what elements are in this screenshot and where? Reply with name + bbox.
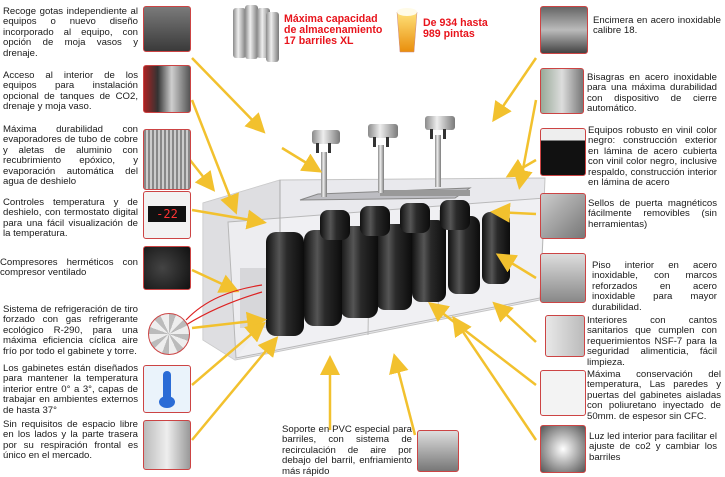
feature-refrigeration: Sistema de refrigeración de tiro forzado… bbox=[3, 304, 138, 357]
thumb-countertop bbox=[540, 6, 588, 54]
thumb-sanitary-edges bbox=[545, 315, 585, 357]
feature-hinges: Bisagras en acero inoxidable para una má… bbox=[587, 72, 717, 115]
thumb-interior-floor bbox=[540, 253, 586, 303]
feature-vinyl: Equipos robusto en vinil color negro: co… bbox=[588, 125, 717, 189]
kegs bbox=[266, 200, 510, 336]
feature-no-clearance: Sin requisitos de espacio libre en los l… bbox=[3, 419, 138, 462]
feature-sanitary: Interiores con cantos sanitarios que cum… bbox=[587, 315, 717, 368]
thermostat-display: -22 bbox=[148, 206, 186, 222]
feature-led: Luz led interior para facilitar el ajust… bbox=[589, 431, 717, 463]
keg-cluster-icon bbox=[233, 5, 279, 62]
feature-seals: Sellos de puerta magnéticos fácilmente r… bbox=[588, 198, 717, 230]
thumb-led-light bbox=[540, 425, 586, 473]
feature-pvc-support: Soporte en PVC especial para barriles, c… bbox=[282, 424, 412, 477]
thumb-evaporator bbox=[143, 129, 191, 190]
feature-evaporator: Máxima durabilidad con evaporadores de t… bbox=[3, 124, 138, 188]
feature-drip-tray: Recoge gotas independiente al equipos o … bbox=[3, 6, 138, 59]
feature-access: Acceso al interior de los equipos para i… bbox=[3, 70, 138, 113]
feature-insulation: Máxima conservación del temperatura, Las… bbox=[587, 369, 721, 422]
thermometer-bulb bbox=[159, 396, 175, 408]
thumb-insulation bbox=[540, 370, 586, 416]
thermometer-icon bbox=[163, 371, 171, 401]
feature-floor: Piso interior en acero inoxidable, con m… bbox=[592, 260, 717, 313]
thumb-pvc-support bbox=[417, 430, 459, 472]
feature-countertop: Encimera en acero inoxidable calibre 18. bbox=[593, 15, 721, 37]
thumb-access-interior bbox=[143, 65, 191, 113]
thumb-cabinet-side bbox=[143, 420, 191, 470]
thumb-door-seal bbox=[540, 193, 586, 239]
refrigerant-lines bbox=[185, 284, 263, 326]
thumb-drip-tray bbox=[143, 6, 191, 52]
thumb-fan bbox=[148, 313, 190, 355]
callout-arrows bbox=[189, 57, 538, 441]
thumb-compressor bbox=[143, 246, 191, 290]
beer-glass-icon bbox=[396, 8, 418, 53]
thumb-digital-thermostat: -22 bbox=[143, 191, 191, 239]
capacity-label: Máxima capacidad de almacenamiento 17 ba… bbox=[284, 13, 383, 47]
feature-temperature: Los gabinetes están diseñados para mante… bbox=[3, 363, 138, 416]
pints-label: De 934 hasta 989 pintas bbox=[423, 17, 488, 40]
feature-compressors: Compresores herméticos con compresor ven… bbox=[0, 257, 138, 279]
thumb-black-vinyl bbox=[540, 128, 586, 176]
tower-and-taps bbox=[299, 116, 472, 201]
thumb-hinges bbox=[540, 68, 584, 114]
thumb-snowflake-thermometer bbox=[143, 365, 191, 413]
feature-controls: Controles temperatura y de deshielo, con… bbox=[3, 197, 138, 240]
